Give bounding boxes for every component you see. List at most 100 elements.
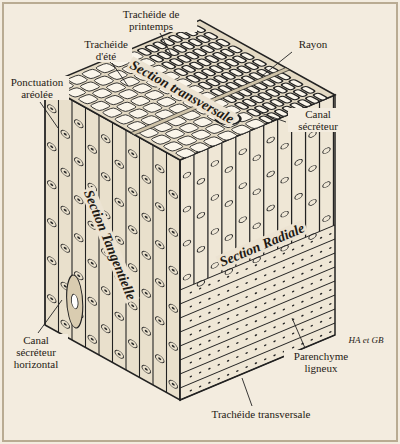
- bordered-pit: [197, 177, 204, 185]
- parenchyma-dot: [190, 305, 192, 308]
- parenchyma-dot: [320, 335, 322, 338]
- bordered-pit: [50, 259, 53, 263]
- bordered-pit: [158, 205, 161, 209]
- bordered-pit: [169, 227, 178, 238]
- leader-lines: [38, 33, 305, 406]
- illustration-stroke: [125, 130, 126, 370]
- bordered-pit: [295, 192, 302, 200]
- bordered-pit: [253, 188, 260, 196]
- parenchyma-dot: [227, 332, 229, 335]
- parenchyma-dot: [218, 335, 220, 338]
- parenchyma-dot: [273, 270, 275, 273]
- bordered-pit: [104, 327, 107, 331]
- bordered-pit: [211, 193, 218, 201]
- bordered-pit: [74, 156, 83, 167]
- bordered-pit: [74, 118, 83, 129]
- part-label: Trachéide transversale: [200, 408, 322, 420]
- bordered-pit: [50, 183, 53, 187]
- bordered-pit: [101, 133, 110, 144]
- bordered-pit: [155, 353, 164, 364]
- bordered-pit: [281, 210, 288, 218]
- parenchyma-dot: [208, 311, 210, 314]
- parenchyma-dot: [227, 360, 229, 363]
- parenchyma-dot: [255, 348, 257, 351]
- parenchyma-dot: [283, 322, 285, 325]
- bordered-pit: [77, 122, 80, 126]
- part-label: Canal sécréteur: [288, 108, 348, 132]
- parenchyma-dot: [255, 320, 257, 323]
- tracheid-cell: [215, 39, 231, 47]
- illustration-stroke: [139, 138, 140, 378]
- bordered-pit: [88, 258, 97, 269]
- parenchyma-dot: [329, 247, 331, 250]
- tracheid-cell: [252, 59, 268, 67]
- bordered-pit: [61, 129, 70, 140]
- bordered-pit: [88, 334, 97, 345]
- parenchyma-dot: [227, 276, 229, 279]
- bordered-pit: [323, 147, 330, 155]
- bordered-pit: [115, 159, 124, 170]
- bordered-pit: [169, 189, 178, 200]
- bordered-pit: [267, 136, 274, 144]
- tracheid-cell: [227, 45, 243, 53]
- parenchyma-dot: [218, 363, 220, 366]
- bordered-pit: [253, 154, 260, 162]
- resin-canal: [71, 293, 78, 311]
- parenchyma-dot: [245, 268, 247, 271]
- parenchyma-dot: [273, 298, 275, 301]
- parenchyma-dot: [301, 258, 303, 261]
- parenchyma-dot: [199, 287, 201, 290]
- part-label: Trachéide d'été: [80, 38, 132, 62]
- parenchyma-dot: [264, 330, 266, 333]
- bordered-pit: [128, 224, 137, 235]
- bordered-pit: [61, 319, 70, 330]
- bordered-pit: [158, 319, 161, 323]
- parenchyma-dot: [218, 321, 220, 324]
- frame: [3, 3, 397, 441]
- parenchyma-dot: [190, 291, 192, 294]
- parenchyma-dot: [236, 342, 238, 345]
- bordered-pit: [267, 170, 274, 178]
- parenchyma-dot: [255, 292, 257, 295]
- bordered-pit: [64, 322, 67, 326]
- bordered-pit: [309, 198, 316, 206]
- parenchyma-dot: [245, 366, 247, 369]
- parenchyma-dot: [273, 312, 275, 315]
- bordered-pit: [115, 197, 124, 208]
- bordered-pit: [91, 299, 94, 303]
- parenchyma-dot: [236, 300, 238, 303]
- bordered-pit: [323, 181, 330, 189]
- leader-line: [38, 300, 62, 333]
- illustration-stroke: [58, 93, 59, 333]
- illustration-stroke: [166, 153, 167, 393]
- parenchyma-dot: [301, 314, 303, 317]
- part-label: Ponctuation aréolée: [5, 76, 69, 100]
- bordered-pit: [77, 198, 80, 202]
- parenchyma-dot: [199, 385, 201, 388]
- parenchyma-dot: [283, 336, 285, 339]
- illustration-stroke: [180, 253, 335, 318]
- bordered-pit: [142, 364, 151, 375]
- bordered-pit: [131, 228, 134, 232]
- parenchyma-dot: [218, 377, 220, 380]
- parenchyma-dot: [264, 260, 266, 263]
- parenchyma-dot: [190, 347, 192, 350]
- bordered-pit: [77, 236, 80, 240]
- parenchyma-dot: [190, 319, 192, 322]
- bordered-pit: [145, 215, 148, 219]
- bordered-pit: [128, 148, 137, 159]
- parenchyma-dot: [311, 268, 313, 271]
- bordered-pit: [183, 239, 190, 247]
- illustration-stroke: [152, 145, 153, 385]
- parenchyma-dot: [273, 354, 275, 357]
- bordered-pit: [197, 211, 204, 219]
- bordered-pit: [64, 284, 67, 288]
- parenchyma-dot: [199, 371, 201, 374]
- bordered-pit: [47, 255, 56, 266]
- bordered-pit: [158, 243, 161, 247]
- parenchyma-dot: [311, 254, 313, 257]
- parenchyma-dot: [329, 331, 331, 334]
- bordered-pit: [101, 171, 110, 182]
- parenchyma-dot: [320, 251, 322, 254]
- bordered-pit: [309, 164, 316, 172]
